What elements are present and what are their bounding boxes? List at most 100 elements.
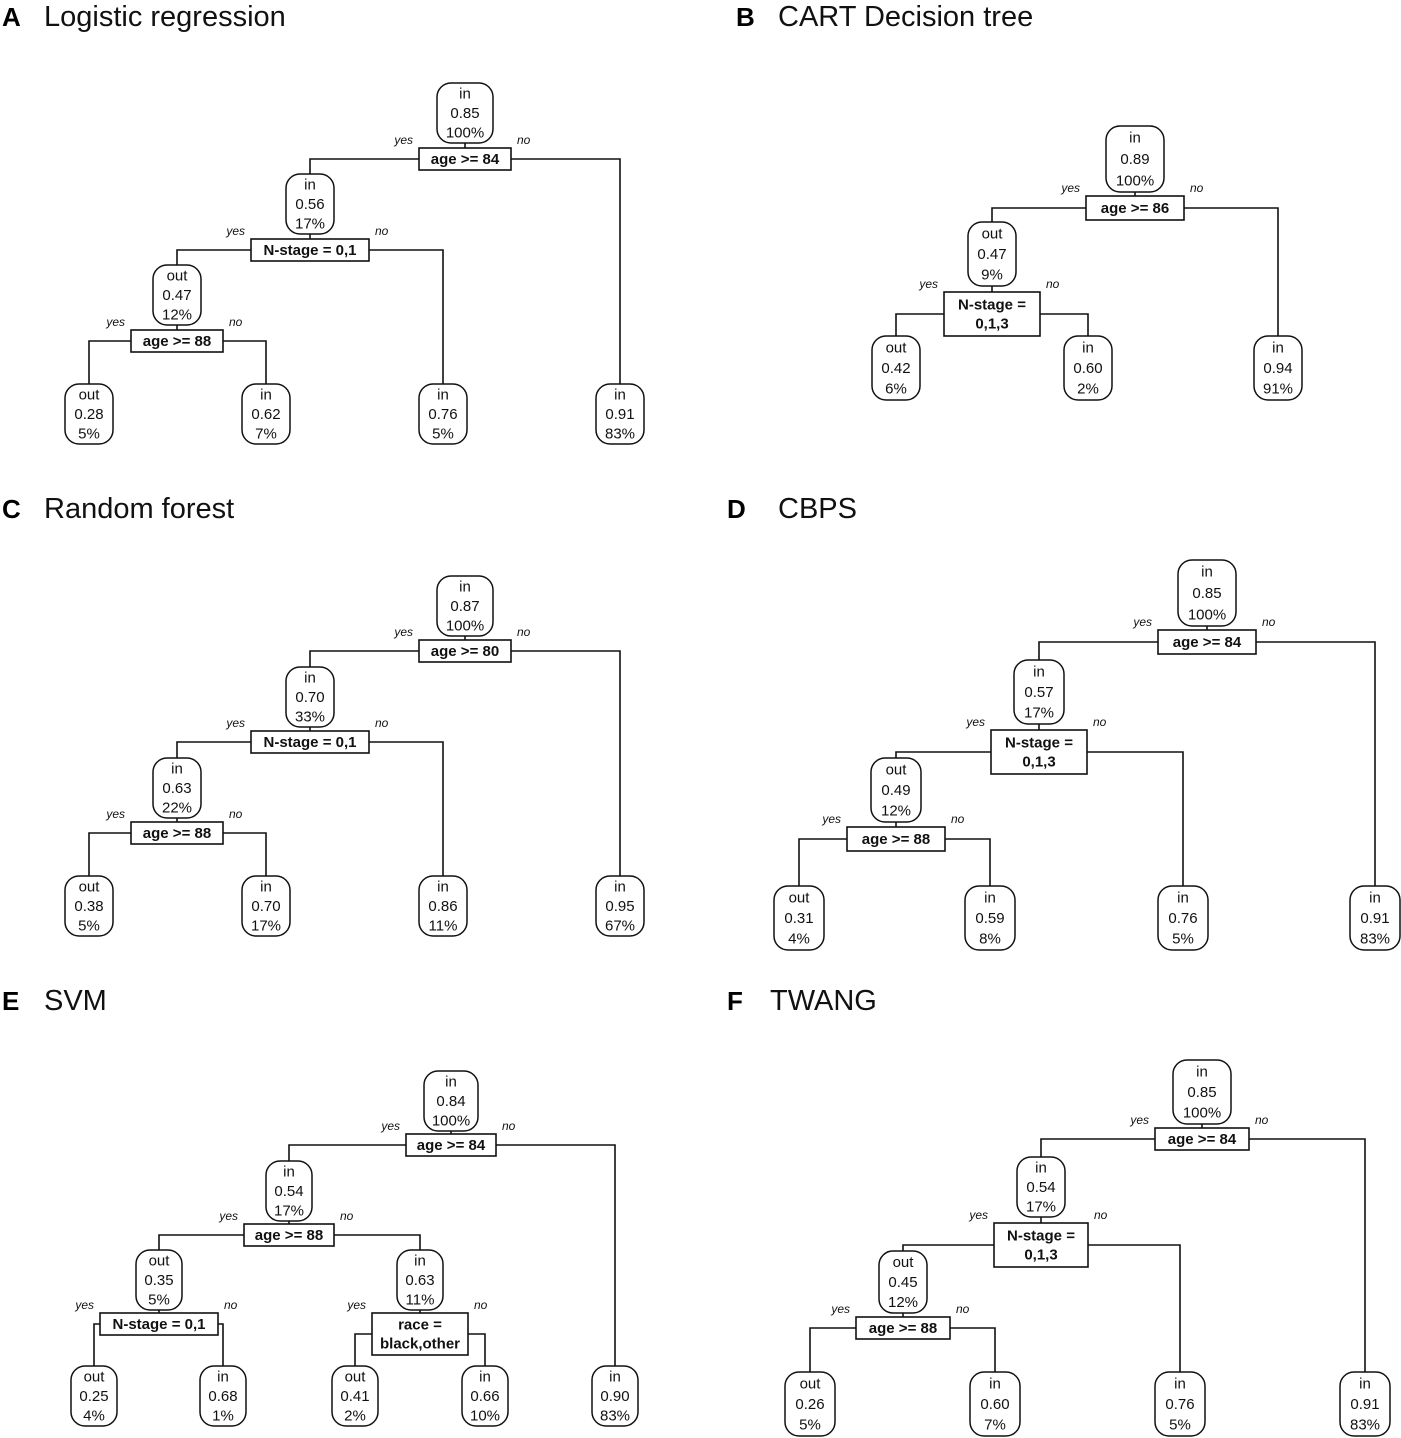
node-class: in	[989, 1375, 1001, 1392]
node-class: in	[1369, 889, 1381, 906]
node-box	[152, 264, 202, 326]
split-rule: age >= 88	[869, 1320, 937, 1337]
node-percent: 1%	[212, 1407, 234, 1424]
no-label: no	[375, 224, 389, 238]
node-class: in	[283, 1164, 295, 1181]
node-box	[1253, 335, 1303, 401]
node-box	[461, 1365, 509, 1427]
node-percent: 17%	[1026, 1198, 1056, 1215]
split-box	[993, 1222, 1089, 1268]
node-class: in	[1129, 130, 1141, 147]
node-box	[1063, 335, 1113, 401]
node-percent: 5%	[1169, 1417, 1191, 1434]
node-box	[265, 1160, 313, 1222]
tree-branch-s1	[1040, 1138, 1366, 1372]
tree-branch-s1	[309, 158, 621, 384]
node-percent: 6%	[885, 381, 907, 398]
node-class: in	[984, 889, 996, 906]
split-rule: 0,1,3	[1022, 754, 1055, 771]
tree-node: in0.765%	[1157, 885, 1209, 951]
node-percent: 5%	[148, 1291, 170, 1308]
split-box	[130, 329, 224, 353]
node-probability: 0.63	[405, 1272, 434, 1289]
node-box	[1157, 885, 1209, 951]
no-label: no	[224, 1298, 238, 1312]
node-class: in	[459, 579, 471, 596]
node-class: out	[893, 1254, 915, 1271]
node-class: in	[437, 879, 449, 896]
node-percent: 5%	[432, 425, 454, 442]
split-rule: age >= 80	[431, 643, 499, 660]
node-box	[1013, 659, 1065, 725]
split-rule: 0,1,3	[1024, 1247, 1057, 1264]
node-probability: 0.86	[428, 898, 457, 915]
node-probability: 0.28	[74, 406, 103, 423]
split-box	[1085, 195, 1185, 221]
node-box	[1172, 1059, 1232, 1125]
split-rule: N-stage = 0,1	[264, 734, 357, 751]
split-rule: age >= 84	[1173, 634, 1242, 651]
split-rule: N-stage =	[958, 297, 1026, 314]
node-percent: 100%	[1183, 1105, 1221, 1122]
node-probability: 0.42	[881, 360, 910, 377]
yes-label: yes	[1132, 615, 1152, 629]
panel-letter: B	[736, 2, 755, 32]
yes-label: yes	[105, 807, 125, 821]
yes-label: yes	[380, 1119, 400, 1133]
node-class: out	[886, 761, 908, 778]
node-probability: 0.59	[975, 910, 1004, 927]
panel-letter: F	[727, 986, 743, 1016]
node-box	[423, 1070, 479, 1132]
node-class: out	[79, 387, 101, 404]
tree-branch-s2	[176, 249, 444, 384]
yes-label: yes	[1060, 181, 1080, 195]
node-percent: 12%	[162, 306, 192, 323]
node-probability: 0.26	[795, 1396, 824, 1413]
node-probability: 0.68	[208, 1388, 237, 1405]
node-percent: 5%	[78, 917, 100, 934]
node-percent: 83%	[1350, 1417, 1380, 1434]
split-box	[855, 1316, 951, 1340]
node-probability: 0.95	[605, 898, 634, 915]
node-box	[199, 1365, 247, 1427]
node-box	[773, 885, 825, 951]
split-rule: black,other	[380, 1336, 460, 1353]
tree-node: in0.607%	[969, 1371, 1021, 1437]
node-class: out	[982, 225, 1004, 242]
node-probability: 0.54	[274, 1183, 303, 1200]
split-rule: age >= 88	[143, 825, 211, 842]
split-box	[243, 1223, 335, 1247]
yes-label: yes	[218, 1209, 238, 1223]
node-percent: 100%	[1116, 172, 1154, 189]
node-class: in	[445, 1074, 457, 1091]
node-class: in	[1082, 339, 1094, 356]
node-probability: 0.76	[1168, 910, 1197, 927]
node-class: in	[1272, 339, 1284, 356]
node-probability: 0.84	[436, 1093, 465, 1110]
tree-branch-s1	[1038, 641, 1376, 886]
tree-node: in0.598%	[964, 885, 1016, 951]
node-percent: 5%	[799, 1417, 821, 1434]
node-box	[969, 1371, 1021, 1437]
split-rule: N-stage = 0,1	[264, 242, 357, 259]
panel-title: TWANG	[770, 985, 877, 1017]
no-label: no	[517, 133, 531, 147]
node-probability: 0.76	[428, 406, 457, 423]
node-box	[1016, 1156, 1066, 1218]
